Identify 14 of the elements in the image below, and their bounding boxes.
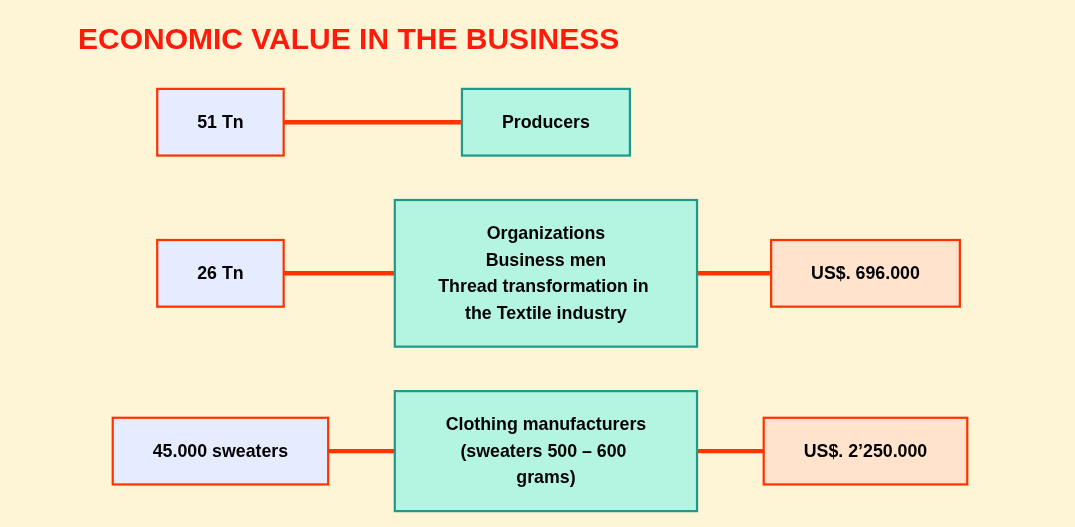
connector <box>697 448 764 454</box>
connector <box>283 271 395 276</box>
node-box: 26 Tn <box>156 238 285 308</box>
node-box: US$. 2’250.000 <box>762 416 969 486</box>
connector <box>328 448 395 454</box>
node-box: Organizations Business men Thread transformation in the Textile industry <box>393 198 699 348</box>
node-box: 51 Tn <box>156 87 285 157</box>
node-box: 45.000 sweaters <box>111 416 330 486</box>
diagram-title: ECONOMIC VALUE IN THE BUSINESS <box>78 22 620 56</box>
node-box: US$. 696.000 <box>770 238 961 308</box>
connector <box>283 120 462 125</box>
connector <box>697 271 772 276</box>
node-box: Clothing manufacturers (sweaters 500 – 600 grams) <box>393 390 699 513</box>
node-box: Producers <box>460 87 631 157</box>
